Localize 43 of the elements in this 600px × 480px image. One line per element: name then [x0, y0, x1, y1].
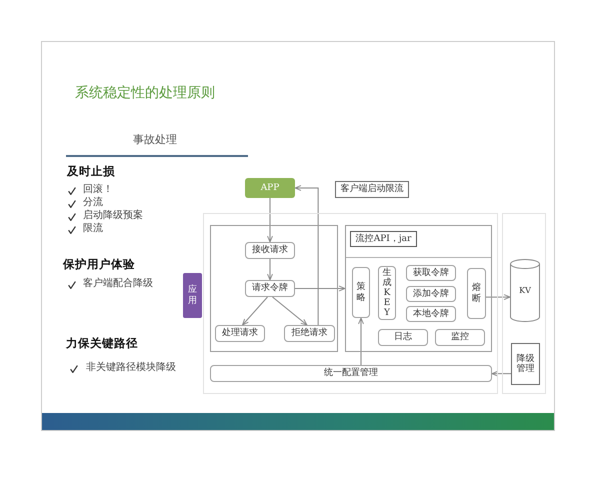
process-box: 添加令牌 — [406, 286, 456, 302]
list-item: 客户端配合降级 — [83, 278, 153, 290]
list-item: 回滚！ — [83, 184, 113, 196]
heading: 保护用户体验 — [63, 258, 135, 272]
process-box: 应用 — [183, 273, 202, 318]
list-item: 启动降级预案 — [83, 210, 143, 222]
header-box: 流控API，jar — [350, 231, 417, 247]
heading: 及时止损 — [67, 165, 115, 179]
group-box — [345, 225, 492, 352]
section-title: 事故处理 — [133, 133, 177, 146]
database-cylinder: KV — [510, 259, 540, 322]
process-box: APP — [245, 178, 295, 198]
list-item: 非关键路径模块降级 — [86, 362, 176, 374]
list-item: 分流 — [83, 197, 103, 209]
process-box: 日志 — [378, 329, 428, 346]
process-box: 降级管理 — [511, 343, 540, 385]
process-box: 接收请求 — [245, 242, 295, 259]
process-box: 统一配置管理 — [210, 365, 492, 382]
process-box: 监控 — [435, 329, 485, 346]
arrow — [294, 185, 319, 326]
note-box: 客户端启动限流 — [335, 181, 409, 198]
arrow — [492, 370, 512, 377]
arrow — [267, 258, 273, 280]
panel — [203, 213, 498, 394]
arrow — [486, 294, 510, 300]
arrow — [242, 296, 268, 326]
arrow — [358, 318, 364, 366]
panel — [502, 213, 546, 394]
process-box: 处理请求 — [215, 325, 265, 342]
arrow — [267, 198, 273, 242]
group-box — [210, 225, 338, 352]
process-box: 获取令牌 — [406, 265, 456, 281]
process-box: 生成KEY — [378, 266, 396, 320]
process-box: 熔断 — [467, 268, 486, 319]
slide-title: 系统稳定性的处理原则 — [75, 85, 215, 102]
process-box: 策略 — [352, 267, 370, 318]
process-box: 请求令牌 — [245, 280, 295, 297]
list-item: 限流 — [83, 223, 103, 235]
heading: 力保关键路径 — [66, 337, 138, 351]
arrow — [272, 296, 308, 326]
arrow — [294, 286, 346, 292]
process-box: 拒绝请求 — [284, 325, 335, 342]
process-box: 本地令牌 — [406, 306, 456, 322]
